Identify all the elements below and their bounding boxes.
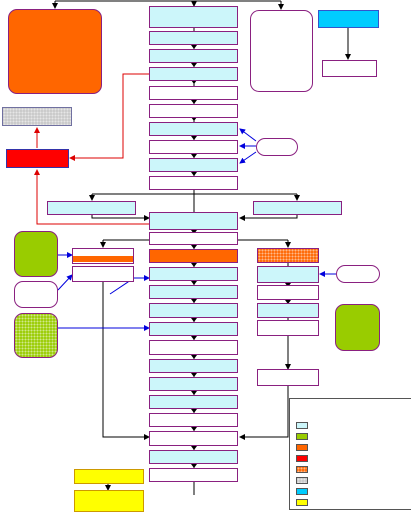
- white-block-top-right: [250, 10, 313, 92]
- legend: [289, 398, 411, 510]
- orange-block-top-left: [8, 9, 102, 94]
- spine-box-16: [149, 359, 238, 373]
- feedback-red-lower: [34, 169, 149, 225]
- feedback-red-upper: [69, 73, 149, 161]
- split-box-left: [47, 201, 136, 215]
- spine-box-4: [149, 67, 238, 81]
- input-blue-left-white: [57, 274, 73, 291]
- white-block-left-middle: [14, 281, 58, 308]
- green-block-right: [335, 304, 380, 351]
- legend-swatch-yellow: [296, 499, 308, 506]
- cyan-box: [318, 10, 379, 28]
- right-column-box-5: [257, 369, 319, 386]
- spine-arrowheads: [191, 45, 291, 468]
- orange-dotted-box-right: [257, 248, 319, 263]
- center-orange-band: [149, 249, 238, 263]
- split-box-right: [253, 201, 342, 215]
- spine-box-6: [149, 104, 238, 118]
- spine-box-22: [149, 468, 238, 482]
- yellow-box-bottom: [74, 490, 144, 512]
- spine-box-21: [149, 450, 238, 464]
- connector-right-column-merge: [239, 386, 289, 440]
- legend-swatch-red: [296, 455, 308, 462]
- red-box: [6, 149, 69, 168]
- spine-box-18: [149, 395, 238, 409]
- right-column-box-2: [257, 285, 319, 300]
- spine-box-14: [149, 322, 238, 336]
- spine-box-1: [149, 6, 238, 28]
- legend-swatch-orange: [296, 444, 308, 451]
- spine-box-11: [149, 267, 238, 281]
- spine-box-12: [149, 285, 238, 299]
- green-dotted-block-left: [14, 313, 58, 358]
- input-blue-to-spine: [109, 275, 150, 295]
- green-block-left-top: [14, 231, 58, 277]
- connector-merge-left: [91, 215, 150, 221]
- spine-box-8: [149, 140, 238, 154]
- spine-box-10: [149, 176, 238, 190]
- legend-swatch-cyan: [296, 488, 308, 495]
- right-column-box-4: [257, 320, 319, 336]
- spine-box-2: [149, 31, 238, 45]
- spine-box-5: [149, 86, 238, 100]
- spine-box-9: [149, 158, 238, 172]
- spine-box-17: [149, 377, 238, 391]
- input-blue-upper-c: [239, 151, 257, 164]
- input-blue-upper-a: [239, 128, 257, 142]
- legend-swatch-green: [296, 433, 308, 440]
- connector-merge-right: [239, 215, 298, 221]
- center-merge-box: [149, 212, 238, 230]
- connector-left-column-down: [102, 282, 150, 440]
- white-box-right: [322, 60, 377, 77]
- yellow-box-top: [74, 469, 144, 484]
- right-column-box-1: [257, 266, 319, 283]
- spine-box-19: [149, 413, 238, 427]
- legend-swatch-gray-dotted: [296, 477, 308, 484]
- center-box-2: [149, 232, 238, 245]
- spine-box-13: [149, 303, 238, 318]
- orange-strip: [73, 256, 133, 262]
- spine-box-20: [149, 431, 238, 446]
- input-box-upper-right: [256, 138, 298, 156]
- spine-box-15: [149, 340, 238, 355]
- right-column-box-3: [257, 303, 319, 318]
- left-column-box-1: [72, 248, 134, 264]
- spine-box-7: [149, 122, 238, 136]
- input-box-right: [336, 265, 380, 283]
- spine-box-3: [149, 49, 238, 63]
- legend-swatch-orange-dotted: [296, 466, 308, 473]
- gray-dotted-box: [2, 107, 72, 126]
- legend-swatch-light-blue: [296, 422, 308, 429]
- left-column-box-2: [72, 266, 134, 282]
